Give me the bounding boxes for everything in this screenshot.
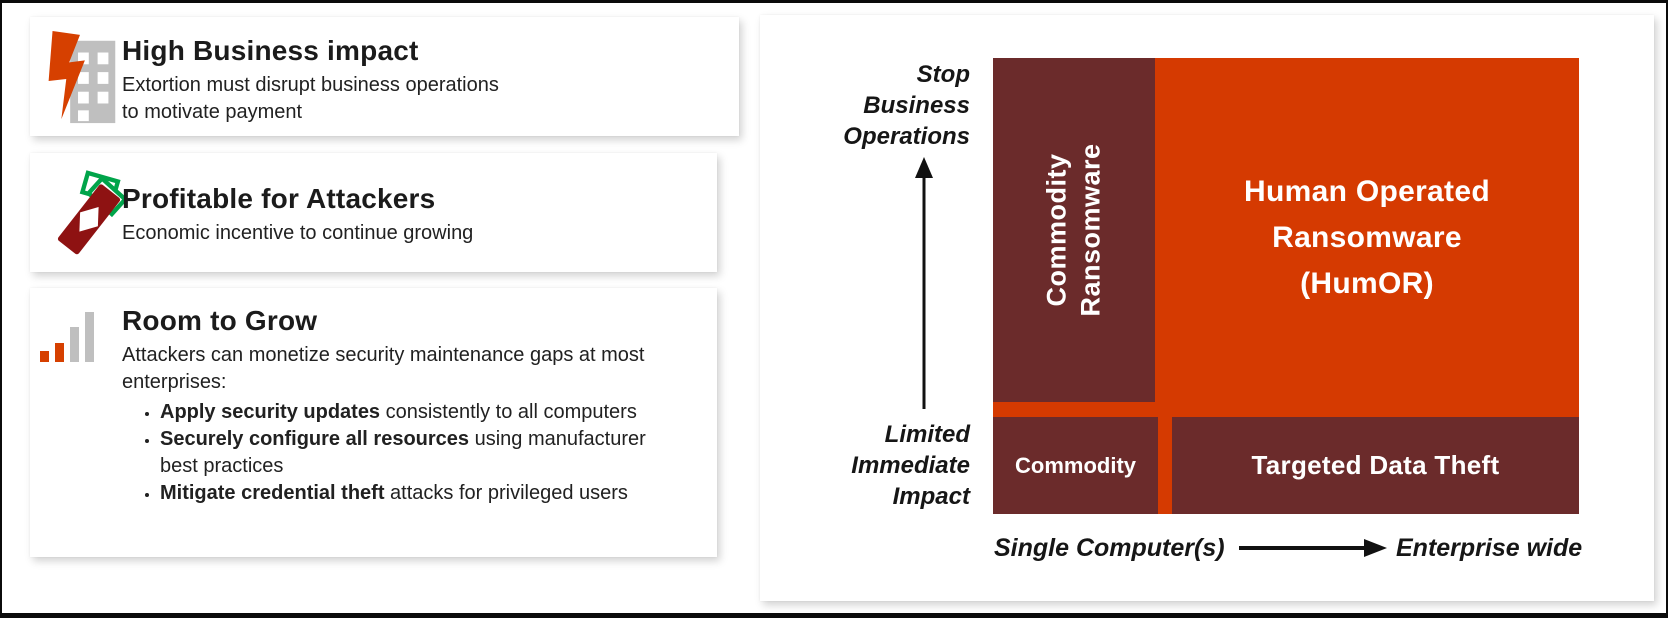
quadrant-targeted-data-theft: Targeted Data Theft	[1172, 417, 1579, 514]
quadrant-commodity: Commodity	[993, 417, 1158, 514]
list-item: Securely configure all resources using m…	[160, 426, 646, 480]
quadrant-commodity-ransomware: Commodity Ransomware	[993, 58, 1155, 402]
card-body: Attackers can monetize security maintena…	[122, 344, 645, 393]
quadrant-chart: Commodity Ransomware Human Operated Rans…	[993, 58, 1579, 514]
card-body: Economic incentive to continue growing	[122, 222, 474, 244]
quadrant-label: Commodity Ransomware	[1042, 143, 1107, 317]
mitigation-list: Apply security updates consistently to a…	[122, 399, 646, 507]
bullet-bold-text: Mitigate credential theft	[160, 482, 385, 504]
quadrant-label: Commodity	[1015, 452, 1136, 478]
bullet-bold-text: Securely configure all resources	[160, 428, 470, 450]
x-axis-right-label: Enterprise wide	[1396, 534, 1583, 562]
y-axis-arrow	[915, 157, 933, 409]
list-item: Mitigate credential theft attacks for pr…	[160, 480, 646, 507]
bullet-rest-text: using manufacturer best practices	[160, 428, 646, 477]
quadrant-label: Targeted Data Theft	[1251, 450, 1500, 480]
ransomware-matrix-panel: Stop Business Operations Limited Immedia…	[760, 15, 1654, 601]
y-axis-top-label: Stop Business Operations	[843, 61, 970, 150]
card-room-to-grow: Room to Grow Attackers can monetize secu…	[30, 288, 717, 557]
card-body: Extortion must disrupt business operatio…	[122, 74, 499, 123]
quadrant-label: Human Operated Ransomware (HumOR)	[1244, 174, 1490, 300]
bullet-bold-text: Apply security updates	[160, 401, 381, 423]
bullet-rest-text: consistently to all computers	[380, 401, 637, 423]
quadrant-human-operated-ransomware: Human Operated Ransomware (HumOR)	[1155, 58, 1579, 417]
bullet-rest-text: attacks for privileged users	[384, 482, 628, 504]
card-title: Room to Grow	[122, 305, 318, 336]
card-title: Profitable for Attackers	[122, 183, 436, 214]
x-axis-arrow	[1239, 539, 1387, 557]
y-axis-bottom-label: Limited Immediate Impact	[851, 421, 970, 510]
card-title: High Business impact	[122, 35, 419, 66]
building-lightning-icon	[38, 29, 120, 132]
bar-chart-icon	[40, 310, 102, 367]
list-item: Apply security updates consistently to a…	[160, 399, 646, 426]
card-profitable-for-attackers: Profitable for Attackers Economic incent…	[30, 153, 717, 272]
x-axis-left-label: Single Computer(s)	[994, 534, 1225, 562]
card-high-business-impact: High Business impact Extortion must disr…	[30, 17, 739, 136]
dynamite-money-icon	[50, 165, 129, 270]
